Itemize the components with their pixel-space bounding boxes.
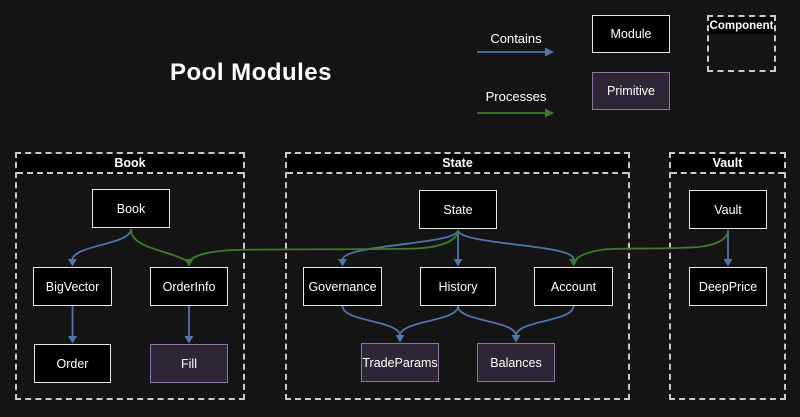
cluster-vault-header: Vault	[671, 154, 784, 174]
node-history: History	[420, 267, 496, 306]
node-balances: Balances	[477, 343, 555, 382]
node-deepprice-label: DeepPrice	[699, 280, 757, 294]
node-bigvector-label: BigVector	[46, 280, 100, 294]
node-fill: Fill	[150, 344, 228, 383]
node-balances-label: Balances	[490, 356, 541, 370]
legend-processes-label: Processes	[477, 89, 555, 104]
legend-primitive-node: Primitive	[592, 72, 670, 110]
node-governance: Governance	[303, 267, 382, 306]
legend-contains-arrowhead	[545, 48, 554, 57]
node-tradeparams-label: TradeParams	[362, 356, 437, 370]
node-deepprice: DeepPrice	[689, 267, 767, 306]
node-orderinfo: OrderInfo	[150, 267, 228, 306]
legend-primitive-node-label: Primitive	[607, 84, 655, 98]
node-vault: Vault	[689, 190, 767, 229]
node-state-label: State	[443, 203, 472, 217]
legend-module-node-label: Module	[611, 27, 652, 41]
page-title: Pool Modules	[170, 59, 332, 87]
legend-component-box: Component	[707, 15, 776, 72]
node-order-label: Order	[57, 357, 89, 371]
legend-processes-arrowhead	[545, 109, 554, 118]
node-book: Book	[92, 189, 170, 228]
node-account: Account	[534, 267, 613, 306]
node-tradeparams: TradeParams	[361, 343, 439, 382]
node-bigvector: BigVector	[33, 267, 112, 306]
cluster-book-header: Book	[17, 154, 243, 174]
legend-component-label: Component	[709, 17, 774, 34]
node-account-label: Account	[551, 280, 596, 294]
node-order: Order	[34, 344, 111, 383]
node-governance-label: Governance	[308, 280, 376, 294]
node-history-label: History	[439, 280, 478, 294]
node-vault-label: Vault	[714, 203, 742, 217]
node-orderinfo-label: OrderInfo	[163, 280, 216, 294]
node-book-label: Book	[117, 202, 146, 216]
legend-contains-label: Contains	[477, 31, 555, 46]
legend-module-node: Module	[592, 15, 670, 53]
node-fill-label: Fill	[181, 357, 197, 371]
node-state: State	[419, 190, 497, 229]
cluster-state-header: State	[287, 154, 628, 174]
